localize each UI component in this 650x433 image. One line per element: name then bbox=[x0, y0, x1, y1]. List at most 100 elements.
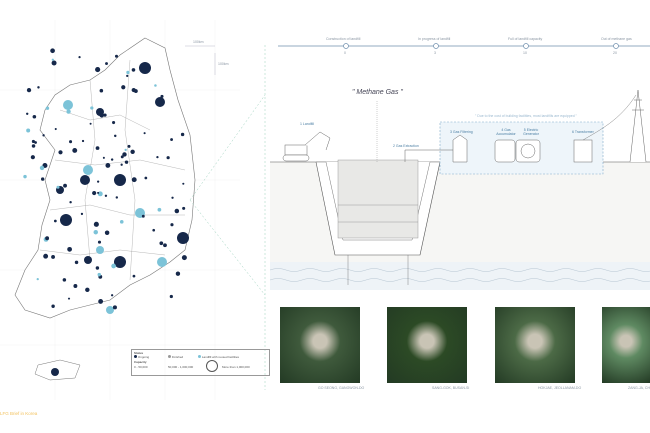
landfill-site-dot bbox=[56, 185, 60, 189]
step-filtering: 3 Gas Filtering bbox=[450, 130, 473, 134]
landfill-site-dot bbox=[131, 68, 136, 72]
landfill-site-dot bbox=[31, 139, 35, 144]
footer-title: LFG Brief in Korea bbox=[0, 411, 38, 416]
landfill-site-dot bbox=[124, 148, 127, 152]
landfill-site-dot bbox=[127, 144, 131, 148]
landfill-site-dot bbox=[66, 109, 71, 114]
legend-cap-small: 0 - 50,000 bbox=[134, 365, 148, 369]
landfill-site-dot bbox=[80, 175, 90, 185]
milestone-label: Out of methane gas bbox=[601, 37, 632, 41]
landfill-site-dot bbox=[67, 246, 72, 252]
step-generator: 5 Electric Generator bbox=[523, 128, 539, 136]
landfill-site-dot bbox=[96, 246, 104, 254]
landfill-site-dot bbox=[159, 241, 164, 246]
landfill-site-dot bbox=[51, 255, 55, 259]
scale-bar bbox=[185, 45, 216, 75]
landfill-site-dot bbox=[120, 163, 123, 166]
converted-dot-icon bbox=[198, 355, 201, 358]
landfill-site-dot bbox=[43, 253, 49, 259]
landfill-site-dot bbox=[170, 223, 174, 227]
milestone-year: 0 bbox=[344, 51, 346, 55]
landfill-site-dot bbox=[110, 158, 114, 161]
landfill-site-dot bbox=[152, 228, 156, 232]
landfill-site-dot bbox=[51, 60, 57, 66]
gas-filter-icon bbox=[452, 134, 468, 163]
photo-caption: GO SEONG, GANGWON-DO bbox=[318, 386, 365, 390]
landfill-site-dot bbox=[180, 132, 185, 137]
landfill-site-dot bbox=[139, 62, 151, 74]
landfill-site-dot bbox=[156, 156, 159, 159]
landfill-site-dot bbox=[89, 122, 92, 125]
waste-fill bbox=[337, 159, 419, 239]
legend-cap-large: More than 1,000,000 bbox=[222, 365, 250, 369]
legend-finished: Finished bbox=[171, 355, 184, 359]
landfill-dots bbox=[23, 48, 189, 376]
landfill-site-dot bbox=[67, 297, 71, 300]
excavator-icon bbox=[282, 131, 331, 162]
landfill-site-dot bbox=[32, 114, 37, 119]
landfill-site-dot bbox=[85, 287, 90, 293]
map-legend: Status Ongoing Finished Landfill with re… bbox=[131, 349, 270, 376]
milestone-label: Construction of landfill bbox=[326, 37, 361, 41]
photo-caption: HOKJAE, JEOLLANAM-DO bbox=[538, 386, 582, 390]
landfill-site-dot bbox=[114, 174, 126, 186]
landfill-site-dot bbox=[74, 260, 79, 265]
legend-ongoing: Ongoing bbox=[137, 355, 150, 359]
landfill-site-dot bbox=[171, 196, 174, 199]
landfill-site-dot bbox=[103, 113, 107, 117]
landfill-site-dot bbox=[54, 128, 57, 131]
landfill-site-dot bbox=[110, 294, 114, 297]
landfill-site-dot bbox=[72, 147, 78, 153]
landfill-site-dot bbox=[37, 86, 40, 89]
diagram-title: " Methane Gas " bbox=[352, 89, 403, 96]
landfill-site-dot bbox=[98, 299, 104, 304]
site-photo[interactable] bbox=[280, 307, 360, 383]
korea-map bbox=[14, 37, 196, 319]
legend-capacity-title: Capacity bbox=[134, 360, 147, 364]
landfill-site-dot bbox=[166, 156, 170, 160]
landfill-site-dot bbox=[122, 152, 127, 157]
step-transformer: 6 Transformer bbox=[572, 130, 594, 134]
landfill-site-dot bbox=[60, 214, 72, 226]
landfill-site-dot bbox=[182, 206, 186, 210]
scale-v: 100km bbox=[218, 62, 229, 66]
landfill-site-dot bbox=[97, 180, 100, 183]
landfill-site-dot bbox=[157, 257, 167, 267]
landfill-site-dot bbox=[97, 272, 101, 277]
landfill-site-dot bbox=[126, 74, 129, 77]
milestone-label: In progress of landfill bbox=[418, 37, 451, 41]
landfill-site-dot bbox=[62, 278, 67, 282]
landfill-site-dot bbox=[112, 120, 116, 125]
landfill-site-dot bbox=[141, 214, 145, 218]
landfill-site-dot bbox=[115, 196, 119, 199]
facilities-note: " Due to the cost of building facilities… bbox=[475, 114, 577, 118]
landfill-site-dot bbox=[51, 58, 54, 61]
landfill-site-dot bbox=[114, 54, 119, 58]
landfill-site-dot bbox=[42, 134, 45, 137]
landfill-site-dot bbox=[69, 140, 73, 144]
landfill-site-dot bbox=[36, 277, 39, 281]
landfill-site-dot bbox=[181, 255, 187, 261]
milestone-year: 3 bbox=[434, 51, 436, 55]
landfill-site-dot bbox=[104, 194, 108, 197]
landfill-site-dot bbox=[41, 177, 45, 181]
landfill-site-dot bbox=[31, 144, 36, 148]
landfill-site-dot bbox=[93, 229, 98, 235]
site-photo[interactable] bbox=[495, 307, 575, 383]
landfill-site-dot bbox=[170, 138, 173, 141]
site-photo[interactable] bbox=[602, 307, 650, 383]
landfill-site-dot bbox=[131, 87, 136, 93]
site-photo[interactable] bbox=[387, 307, 467, 383]
landfill-site-dot bbox=[174, 208, 180, 214]
landfill-site-dot bbox=[53, 219, 57, 223]
landfill-site-dot bbox=[83, 165, 93, 175]
landfill-site-dot bbox=[121, 85, 126, 90]
landfill-site-dot bbox=[97, 240, 102, 244]
landfill-site-dot bbox=[99, 113, 104, 118]
finished-dot-icon bbox=[168, 355, 171, 358]
landfill-site-dot bbox=[175, 271, 181, 276]
landfill-site-dot bbox=[51, 368, 59, 376]
landfill-site-dot bbox=[112, 305, 117, 310]
landfill-site-dot bbox=[81, 139, 85, 143]
legend-status-title: Status bbox=[134, 351, 144, 355]
